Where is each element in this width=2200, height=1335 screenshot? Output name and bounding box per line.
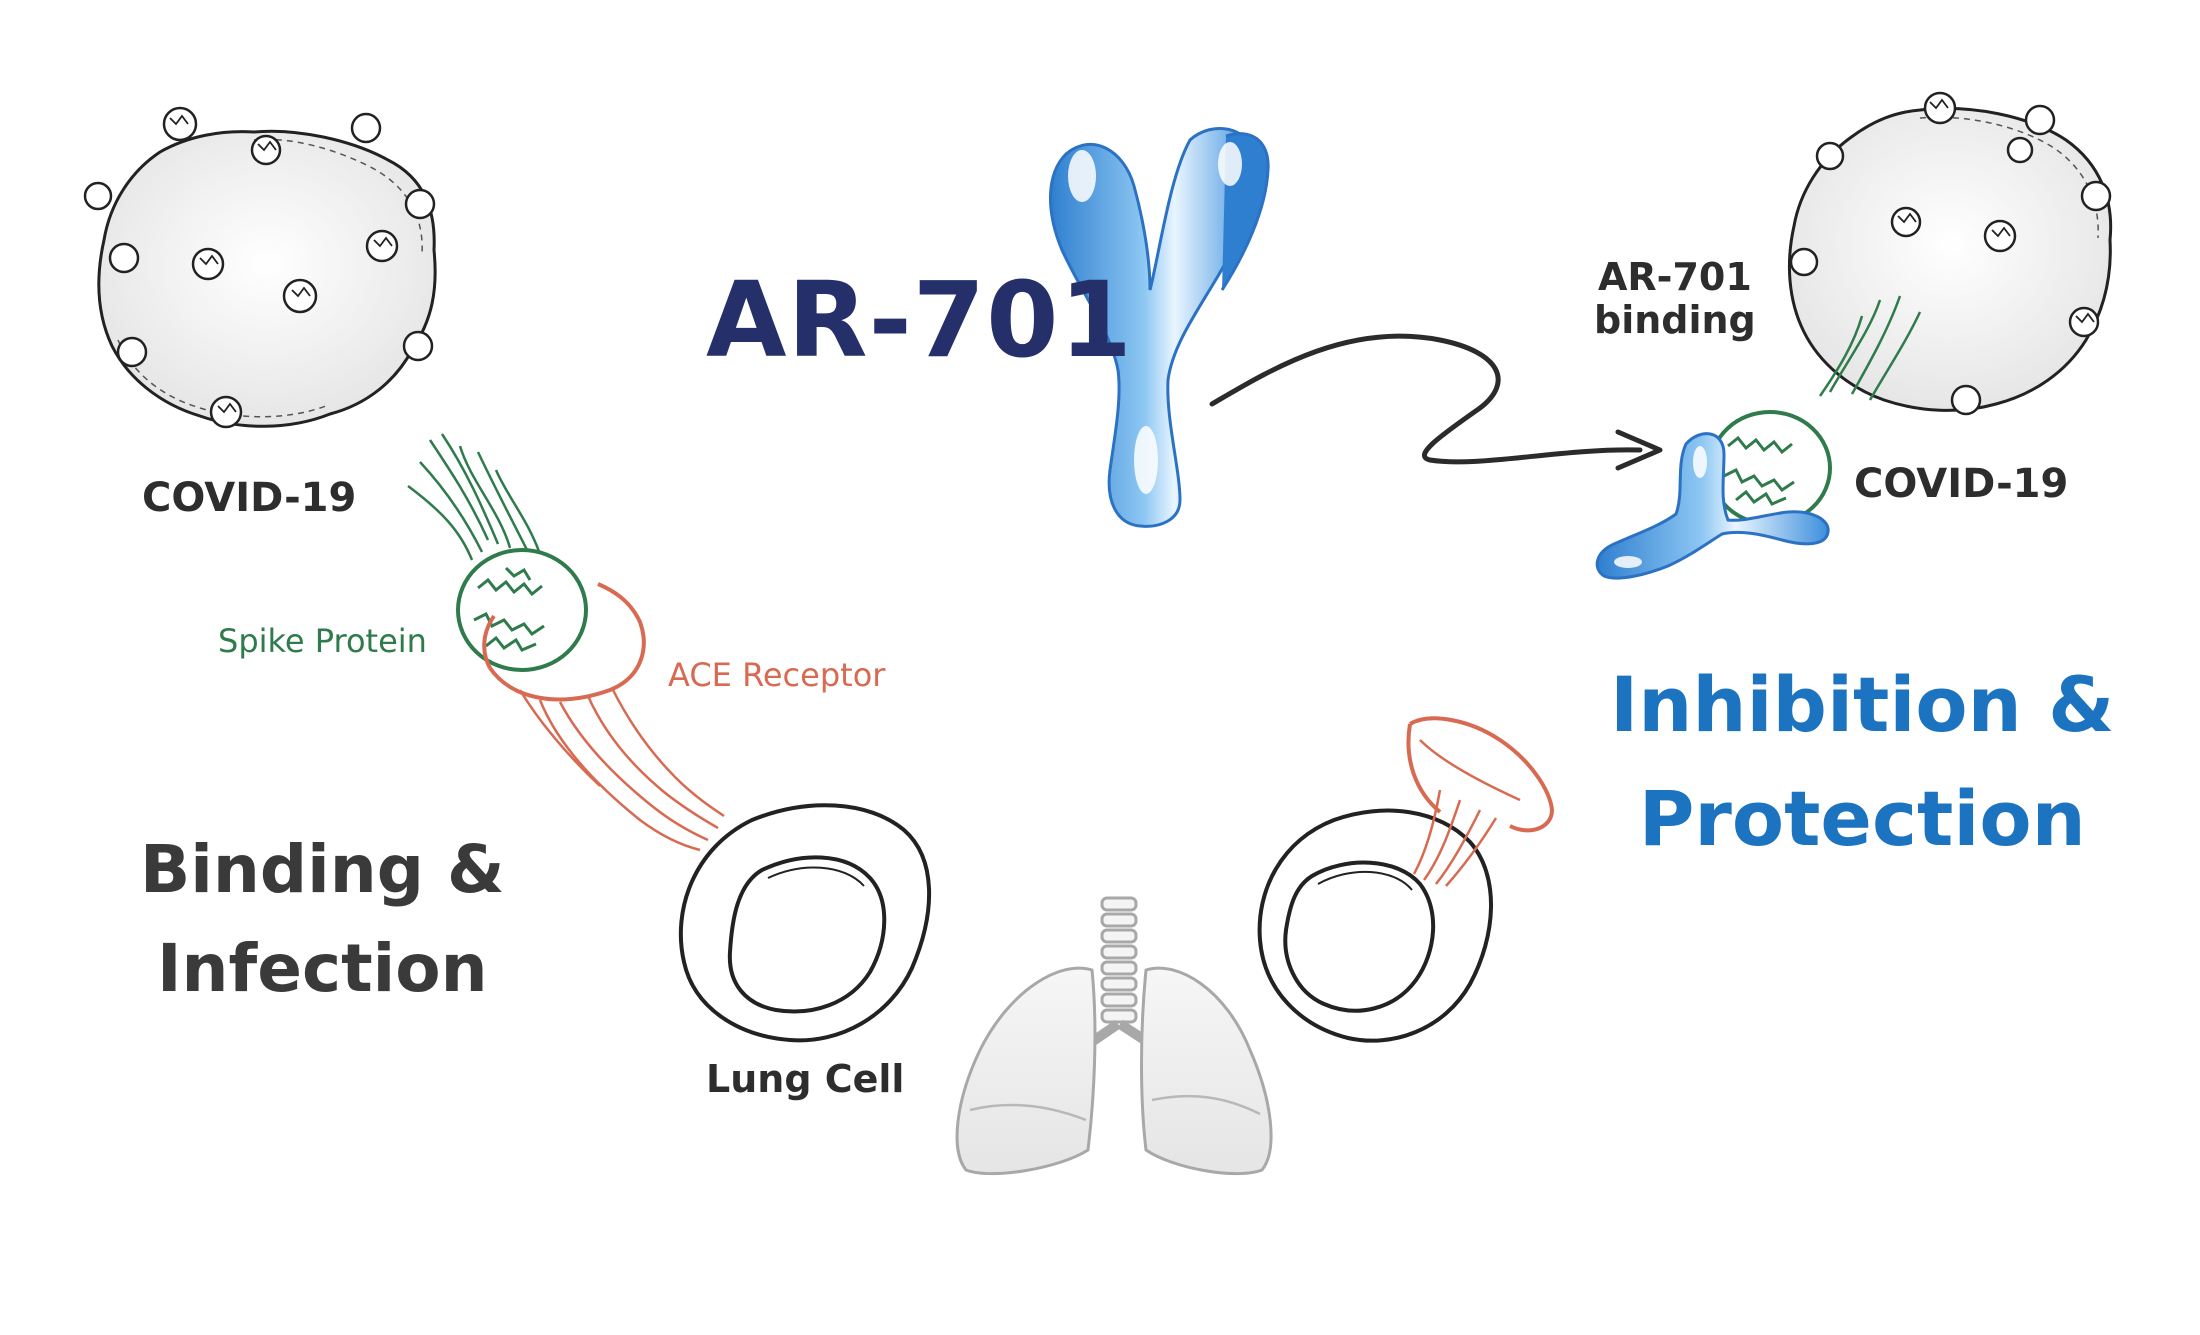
antibody-icon xyxy=(1048,126,1270,528)
lung-cell-label: Lung Cell xyxy=(706,1057,905,1101)
inhibition-protection-heading: Inhibition & Protection xyxy=(1610,648,2114,876)
antibody-icon-small xyxy=(1595,432,1830,580)
ace-receptor-icon-right xyxy=(1406,716,1555,887)
ace-receptor-label: ACE Receptor xyxy=(668,656,886,694)
binding-infection-line2: Infection xyxy=(156,930,488,1007)
ar701-binding-line1: AR-701 xyxy=(1598,255,1752,299)
diagram-title: AR-701 xyxy=(706,259,1133,381)
lungs-icon xyxy=(955,896,1273,1176)
ar701-binding-line2: binding xyxy=(1594,297,1756,342)
binding-infection-line1: Binding & xyxy=(140,831,505,908)
ar701-binding-label: AR-701 binding xyxy=(1594,256,1756,341)
spike-protein-icon xyxy=(407,433,588,672)
spike-protein-label: Spike Protein xyxy=(218,622,427,660)
inhibition-protection-line2: Protection xyxy=(1638,774,2086,863)
covid-label-right: COVID-19 xyxy=(1854,461,2069,507)
ace-receptor-icon xyxy=(482,582,725,852)
inhibition-protection-line1: Inhibition & xyxy=(1610,660,2115,749)
arrow-icon xyxy=(1209,333,1663,471)
binding-infection-heading: Binding & Infection xyxy=(140,820,505,1018)
lung-cell-icon xyxy=(678,803,932,1043)
lung-cell-icon-right xyxy=(1257,808,1493,1043)
virus-icon xyxy=(83,106,437,429)
covid-label-left: COVID-19 xyxy=(142,475,357,521)
virus-icon-right xyxy=(1708,91,2113,526)
